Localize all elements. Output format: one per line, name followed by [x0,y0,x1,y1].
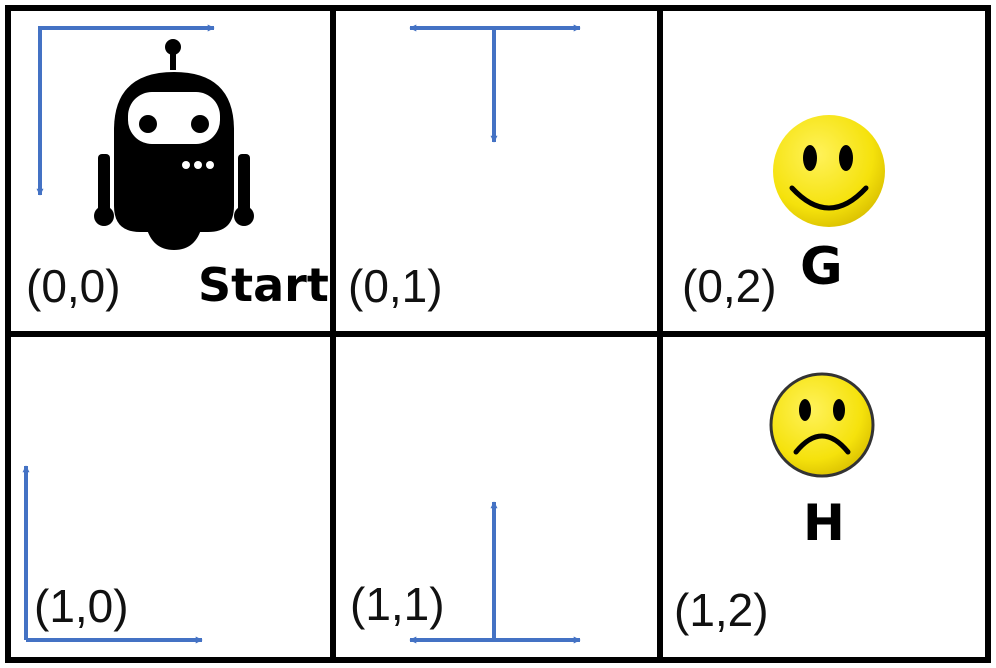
cell-coord: (0,0) [26,260,121,312]
cell-arrows [22,465,203,644]
hole-label: H [803,494,845,552]
robot-icon [94,39,254,250]
cell-arrows [409,501,581,644]
happy-face-icon [773,115,885,227]
sad-face-icon [769,372,875,478]
cell-arrows [36,24,215,196]
cell-0-2: (0,2) G [682,115,885,312]
start-label: Start [198,258,329,312]
cell-arrows [409,24,581,143]
cell-coord: (1,2) [674,584,769,636]
cell-1-2: (1,2) H [674,372,875,636]
cell-coord: (1,1) [350,578,445,630]
cell-1-1: (1,1) [350,501,581,644]
cell-0-0: (0,0) Start [26,24,329,312]
cell-0-1: (0,1) [348,24,581,312]
goal-label: G [800,237,843,297]
grid-lines [5,5,991,663]
cell-coord: (1,0) [34,580,129,632]
cell-1-0: (1,0) [22,465,203,644]
cell-coord: (0,2) [682,260,777,312]
cell-coord: (0,1) [348,260,443,312]
